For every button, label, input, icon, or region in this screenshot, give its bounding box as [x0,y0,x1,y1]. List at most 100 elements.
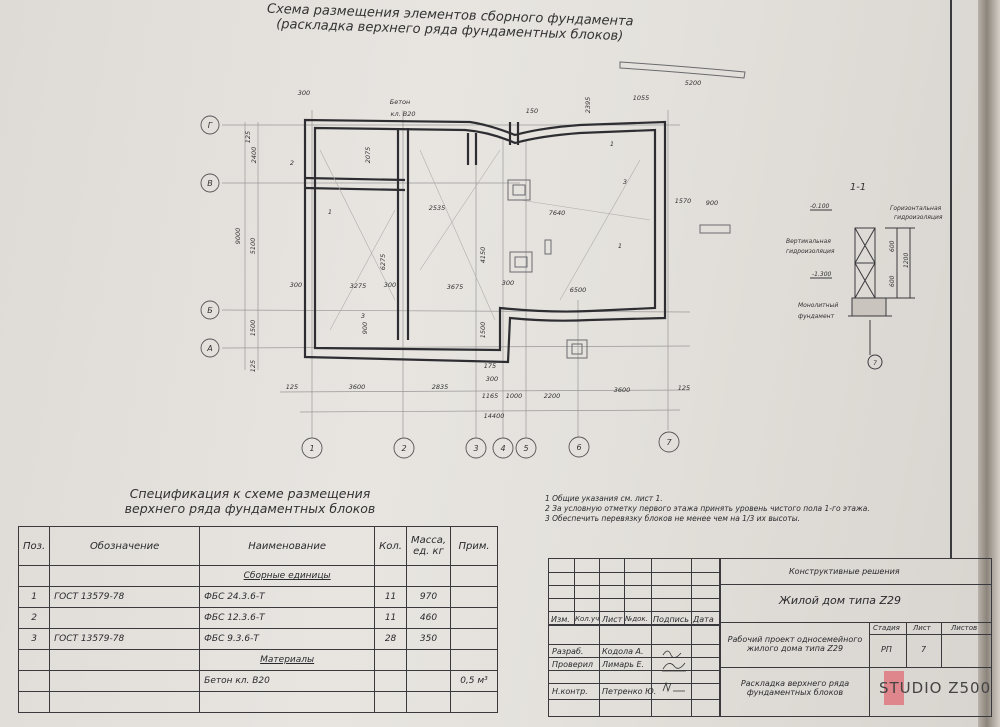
axis-label: 4 [500,444,505,453]
section-1-1: 1-1 -0.100 -1.300 Горизонтальная гидроиз… [786,182,943,370]
group-label: Материалы [199,649,376,671]
section-mark: 1 [618,242,622,250]
stage-label: Стадия [873,624,900,632]
role-label: Проверил [552,660,594,669]
axis-bubble-b [200,300,220,320]
frame-border [950,0,952,558]
table-row [17,691,498,713]
sheet-label: Лист [913,624,931,632]
dim-label: 125 [286,383,298,391]
person-name: Кодола А. [602,647,644,656]
dim-label: 300 [298,89,310,97]
spec-header-row: Поз. Обозначение Наименование Кол. Масса… [17,526,498,566]
horizontal-waterproofing-label: Горизонтальная [890,205,942,212]
dim-label: 1165 [482,392,499,400]
dim-label: 1500 [479,322,487,339]
dim-label: 1500 [249,320,257,337]
col-header: №док. [625,615,648,623]
role-label: Разраб. [552,647,584,656]
title-block: Изм. Кол.уч Лист №док. Подпись Дата Разр… [548,558,992,717]
role-label: Н.контр. [552,687,588,696]
dim-label: 900 [706,199,718,207]
general-notes: 1 Общие указания см. лист 1. 2 За условн… [545,494,870,524]
axis-bubble-3 [465,437,487,459]
cell-note [450,607,498,629]
axis-label: 2 [401,444,406,453]
leader-lines [319,149,651,331]
person-name: Петренко Ю. [602,687,657,696]
cell-mass: 970 [405,586,452,608]
dim-label: 3675 [447,283,464,291]
col-header: Подпись [653,615,689,624]
axis-bubble-7 [658,431,680,453]
col-header: Поз. [17,526,51,566]
dim-label: 300 [290,281,302,289]
col-header: Изм. [551,615,570,624]
spec-title: Спецификация к схеме размещения верхнего… [40,486,460,516]
dim-label: 600 [889,240,896,252]
axis-bubble-g [200,115,220,135]
dim-label: 6500 [570,286,587,294]
level-bottom: -1.300 [812,271,832,278]
col-header: Дата [693,615,714,624]
cell-qty: 11 [374,607,407,629]
dim-label: 7640 [549,209,566,217]
dim-label: 1000 [506,392,523,400]
dim-label: 2535 [429,204,446,212]
axis-label: 7 [666,438,672,447]
table-row: Материалы [17,649,498,671]
sheet-title: Раскладка верхнего ряда фундаментных бло… [721,679,869,697]
dim-label: 600 [889,275,896,287]
cell-qty: 11 [374,586,407,608]
dim-label: 3275 [350,282,367,290]
cell-pos: 3 [17,628,51,650]
dim-label: 2200 [544,392,561,400]
vertical-waterproofing-label: Вертикальная [786,238,831,245]
dim-label: 4150 [479,247,487,264]
dim-label: 2075 [364,147,372,164]
foundation-label: фундамент [798,313,835,320]
background-tablecloth [978,0,1000,727]
dim-label: 125 [678,384,690,392]
foundation-walls [303,118,667,364]
col-header: Обозначение [49,526,201,566]
axis-label: 7 [873,360,877,367]
signatures [662,650,686,693]
dim-label: 1055 [633,94,650,102]
axis-bubble-2 [393,437,415,459]
dim-label: 175 [484,362,496,370]
cell-mass: 460 [405,607,452,629]
section-title: 1-1 [850,182,866,193]
project-name: Рабочий проект односемейного жилого дома… [721,635,869,653]
dim-label: 300 [384,281,396,289]
sheet-value: 7 [921,645,927,654]
spec-title-line1: Спецификация к схеме размещения [129,486,371,501]
col-header: Кол. [374,526,407,566]
dim-total: 14400 [484,412,505,420]
dim-label: 9000 [234,228,242,245]
axis-bubble-6 [568,436,590,458]
col-header: Кол.уч [575,615,600,623]
dim-label: 900 [361,322,369,334]
foundation-label: Монолитный [798,302,838,309]
spec-table: Поз. Обозначение Наименование Кол. Масса… [17,526,498,713]
dim-label: 125 [244,131,252,143]
axis-bubble-a [200,338,220,358]
axis-label: 5 [523,444,528,453]
axis-label: Г [208,121,213,130]
monolithic-foundation [851,297,887,317]
block-mark: 1 [610,140,614,148]
concrete-label: кл. В20 [391,110,416,118]
axis-label: 3 [473,444,478,453]
section-name: Конструктивные решения [789,567,900,576]
axis-label: 6 [576,443,581,452]
cell-note: 0,5 м³ [450,670,498,692]
cell-note [450,586,498,608]
cell-name: ФБС 12.3.6-Т [199,607,376,629]
dim-label: 150 [526,107,538,115]
sheets-label: Листов [951,624,978,632]
cell-qty: 28 [374,628,407,650]
